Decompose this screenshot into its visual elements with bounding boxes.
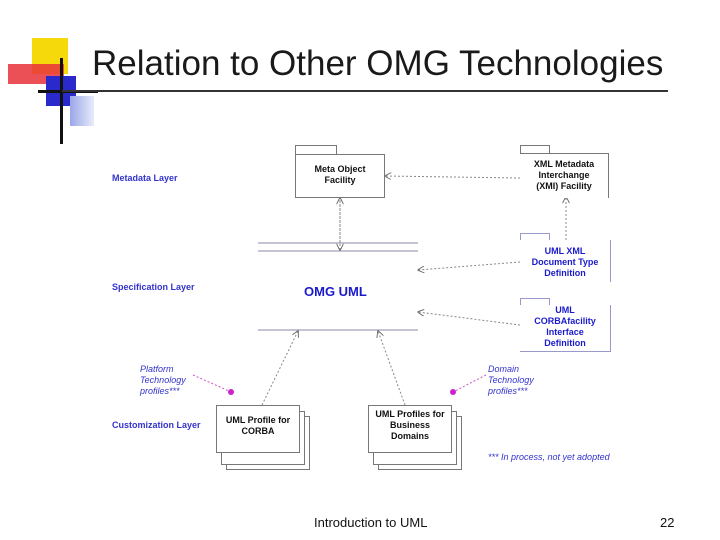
platform-note-line-2: Technology bbox=[140, 375, 186, 385]
domain-note-line-1: Domain bbox=[488, 364, 520, 374]
uml-xml-line-2: Document Type bbox=[531, 257, 599, 267]
uml-corba-line-2: CORBAfacility bbox=[534, 316, 596, 326]
xmi-package-tab bbox=[520, 145, 550, 154]
profile-business-line-1: UML Profiles for bbox=[375, 409, 445, 419]
logo-blue-fade bbox=[70, 96, 94, 126]
mof-line-2: Facility bbox=[324, 175, 356, 185]
in-process-note: *** In process, not yet adopted bbox=[488, 452, 610, 462]
specification-layer-label: Specification Layer bbox=[112, 282, 195, 292]
customization-layer-label: Customization Layer bbox=[112, 420, 201, 430]
footer-title: Introduction to UML bbox=[314, 515, 428, 530]
profile-business-box: UML Profiles for Business Domains bbox=[368, 405, 452, 453]
domain-profiles-note: Domain Technology profiles*** bbox=[488, 364, 534, 397]
logo-vertical-line bbox=[60, 58, 63, 144]
profile-corba-line-1: UML Profile for bbox=[225, 415, 291, 425]
profile-corba-box: UML Profile for CORBA bbox=[216, 405, 300, 453]
profile-business-line-3: Domains bbox=[390, 431, 429, 441]
xmi-line-2: Interchange bbox=[538, 170, 590, 180]
uml-corba-line-1: UML bbox=[555, 305, 575, 315]
profile-corba-line-2: CORBA bbox=[241, 426, 275, 436]
uml-xml-package-tab bbox=[520, 233, 550, 241]
uml-xml-line-3: Definition bbox=[544, 268, 586, 278]
metadata-layer-label: Metadata Layer bbox=[112, 173, 178, 183]
platform-note-line-1: Platform bbox=[140, 364, 174, 374]
title-divider bbox=[62, 90, 668, 92]
page-number: 22 bbox=[660, 515, 675, 530]
uml-xml-dtd-box: UML XML Document Type Definition bbox=[520, 240, 611, 282]
omg-uml-label: OMG UML bbox=[304, 284, 367, 299]
uml-xml-line-1: UML XML bbox=[544, 246, 586, 256]
mof-package-tab bbox=[295, 145, 337, 155]
page-title: Relation to Other OMG Technologies bbox=[92, 44, 664, 83]
platform-note-line-3: profiles*** bbox=[140, 386, 180, 396]
profile-business-line-2: Business bbox=[389, 420, 431, 430]
uml-corba-line-4: Definition bbox=[544, 338, 586, 348]
uml-corba-package-tab bbox=[520, 298, 550, 306]
uml-corba-facility-box: UML CORBAfacility Interface Definition bbox=[520, 305, 611, 352]
mof-box: Meta Object Facility bbox=[295, 154, 385, 198]
xmi-box: XML Metadata Interchange (XMI) Facility bbox=[520, 153, 609, 198]
domain-note-line-2: Technology bbox=[488, 375, 534, 385]
xmi-line-3: (XMI) Facility bbox=[536, 181, 592, 191]
mof-line-1: Meta Object bbox=[314, 164, 366, 174]
uml-corba-line-3: Interface bbox=[546, 327, 584, 337]
xmi-line-1: XML Metadata bbox=[533, 159, 595, 169]
domain-note-line-3: profiles*** bbox=[488, 386, 528, 396]
platform-profiles-note: Platform Technology profiles*** bbox=[140, 364, 186, 397]
